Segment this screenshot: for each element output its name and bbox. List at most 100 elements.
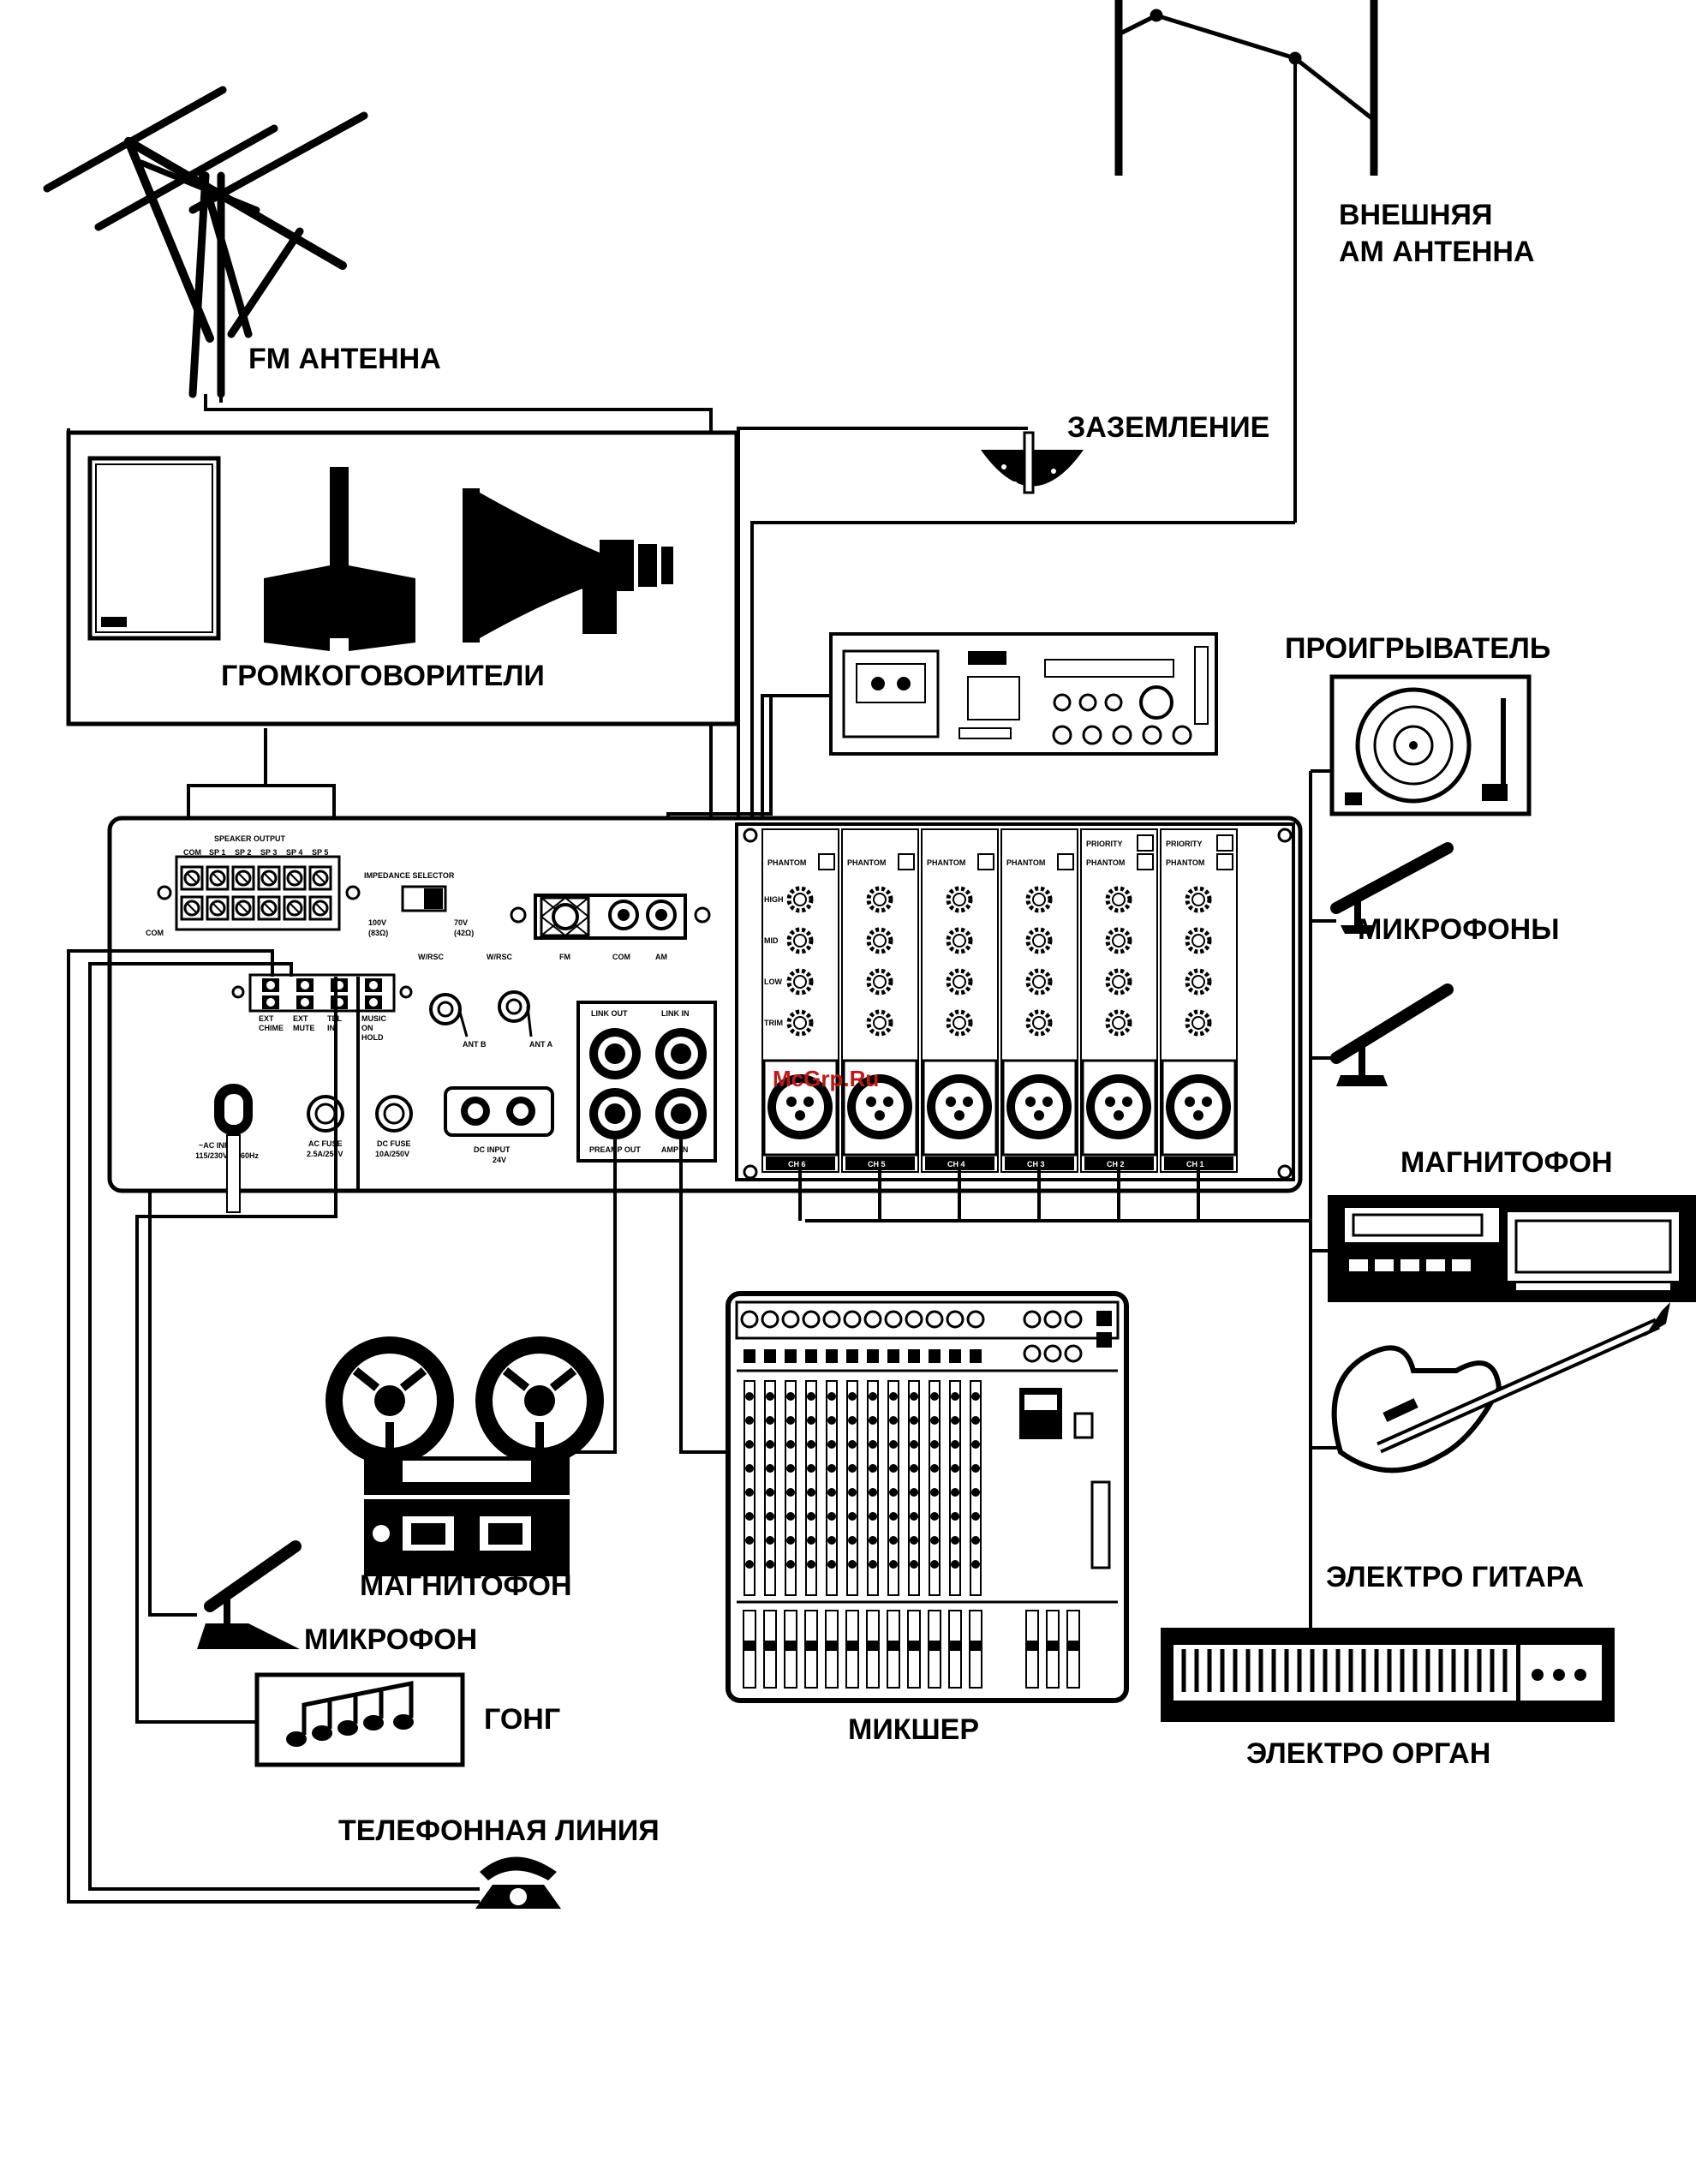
eq-knob[interactable] — [1105, 1009, 1132, 1037]
speaker-terminal-screw[interactable] — [206, 865, 230, 891]
am-com-label: COM — [612, 953, 630, 961]
eq-knob[interactable] — [1025, 968, 1053, 995]
aux-terminal-label: EXT — [293, 1014, 308, 1023]
aux-terminal-label: CHIME — [259, 1024, 284, 1032]
phantom-switch[interactable] — [1137, 853, 1154, 870]
phantom-switch[interactable] — [818, 853, 835, 870]
eq-knob[interactable] — [1025, 927, 1053, 954]
fm-terminal-label: FM — [559, 953, 570, 961]
xlr-input-jack[interactable] — [847, 1074, 912, 1139]
speaker-terminal-screw[interactable] — [308, 895, 332, 921]
link-out-jack[interactable] — [589, 1028, 641, 1079]
electric-organ-icon — [1161, 1628, 1615, 1722]
speaker-terminal-screw[interactable] — [180, 895, 204, 921]
ant-b-jack[interactable] — [429, 993, 462, 1025]
eq-knob[interactable] — [866, 1009, 893, 1037]
channel-module: PHANTOM CH 3 — [1000, 828, 1078, 1221]
speaker-terminal-screw[interactable] — [231, 895, 255, 921]
impedance-switch-knob[interactable] — [424, 888, 443, 909]
speaker-terminal-label: SP 3 — [260, 848, 277, 857]
fm-antenna-icon — [43, 86, 368, 398]
link-out-label: LINK OUT — [591, 1009, 628, 1018]
ground-label: ЗАЗЕМЛЕНИЕ — [1067, 411, 1269, 444]
eq-knob[interactable] — [786, 886, 814, 913]
amp-in-jack[interactable] — [655, 1088, 707, 1139]
reel-to-reel-icon — [325, 1336, 604, 1576]
phantom-switch[interactable] — [977, 853, 994, 870]
eq-knob[interactable] — [866, 886, 893, 913]
xlr-input-jack[interactable] — [767, 1074, 833, 1139]
eq-knob[interactable] — [1025, 1009, 1053, 1037]
priority-switch[interactable] — [1216, 834, 1233, 852]
microphone-icon — [197, 1540, 302, 1649]
xlr-input-jack[interactable] — [1166, 1074, 1231, 1139]
eq-knob[interactable] — [1105, 968, 1132, 995]
speaker-terminal-screw[interactable] — [283, 895, 307, 921]
v100-label: 100V — [368, 918, 386, 927]
xlr-input-jack[interactable] — [1086, 1074, 1151, 1139]
xlr-input-jack[interactable] — [927, 1074, 992, 1139]
mixer-icon — [726, 1291, 1129, 1703]
channel-label: CH 6 — [788, 1160, 806, 1169]
phone-line-label: ТЕЛЕФОННАЯ ЛИНИЯ — [338, 1814, 660, 1847]
phantom-switch[interactable] — [1057, 853, 1074, 870]
speaker-terminal-screw[interactable] — [206, 895, 230, 921]
eq-knob[interactable] — [946, 927, 973, 954]
eq-knob[interactable] — [946, 968, 973, 995]
eq-knob[interactable] — [866, 968, 893, 995]
channel-label: CH 3 — [1027, 1160, 1045, 1169]
gong-icon — [254, 1672, 465, 1767]
dc-input-label: DC INPUT — [474, 1145, 511, 1154]
tape-deck-icon — [1328, 1195, 1696, 1302]
eq-knob[interactable] — [946, 886, 973, 913]
speaker-terminal-screw[interactable] — [180, 865, 204, 891]
power-cable — [226, 1134, 241, 1213]
fm-terminal[interactable] — [552, 903, 579, 930]
speaker-terminal-screw[interactable] — [231, 865, 255, 891]
eq-label: TRIM — [764, 1019, 783, 1027]
ant-a-jack[interactable] — [498, 990, 530, 1023]
phantom-switch[interactable] — [1216, 853, 1233, 870]
eq-knob[interactable] — [1105, 886, 1132, 913]
eq-knob[interactable] — [1185, 886, 1212, 913]
xlr-input-jack[interactable] — [1006, 1074, 1072, 1139]
speaker-terminal-screw[interactable] — [257, 865, 281, 891]
eq-knob[interactable] — [1185, 927, 1212, 954]
aux-terminal-screw[interactable] — [262, 978, 279, 1009]
eq-knob[interactable] — [1185, 968, 1212, 995]
phantom-switch[interactable] — [898, 853, 915, 870]
horn-speaker-icon — [463, 488, 673, 643]
eq-knob[interactable] — [866, 927, 893, 954]
speaker-terminal-screw[interactable] — [308, 865, 332, 891]
eq-knob[interactable] — [1025, 886, 1053, 913]
speakers-label: ГРОМКОГОВОРИТЕЛИ — [221, 660, 545, 692]
gong-label: ГОНГ — [484, 1703, 560, 1736]
eq-knob[interactable] — [1105, 927, 1132, 954]
electro-organ-label: ЭЛЕКТРО ОРГАН — [1246, 1737, 1490, 1770]
am-terminal-label: AM — [655, 953, 667, 961]
ant-b-label: ANT B — [463, 1040, 487, 1049]
link-in-jack[interactable] — [655, 1028, 707, 1079]
aux-terminal-screw[interactable] — [365, 978, 382, 1009]
column-speaker-icon — [264, 467, 415, 651]
amp-in-label: AMP IN — [661, 1145, 688, 1154]
dc-fuse-holder[interactable] — [375, 1095, 413, 1133]
preamp-out-jack[interactable] — [589, 1088, 641, 1139]
aux-terminal-label: EXT — [259, 1014, 274, 1023]
phantom-label: PHANTOM — [1006, 858, 1045, 867]
eq-knob[interactable] — [786, 968, 814, 995]
priority-switch[interactable] — [1137, 834, 1154, 852]
eq-knob[interactable] — [946, 1009, 973, 1037]
speaker-terminal-screw[interactable] — [257, 895, 281, 921]
speaker-terminal-screw[interactable] — [283, 865, 307, 891]
phantom-label: PHANTOM — [847, 858, 886, 867]
channel-label: CH 4 — [947, 1160, 965, 1169]
eq-knob[interactable] — [1185, 1009, 1212, 1037]
aux-terminal-screw[interactable] — [296, 978, 314, 1009]
eq-knob[interactable] — [786, 927, 814, 954]
eq-knob[interactable] — [786, 1009, 814, 1037]
com-terminal-label: COM — [146, 929, 164, 937]
